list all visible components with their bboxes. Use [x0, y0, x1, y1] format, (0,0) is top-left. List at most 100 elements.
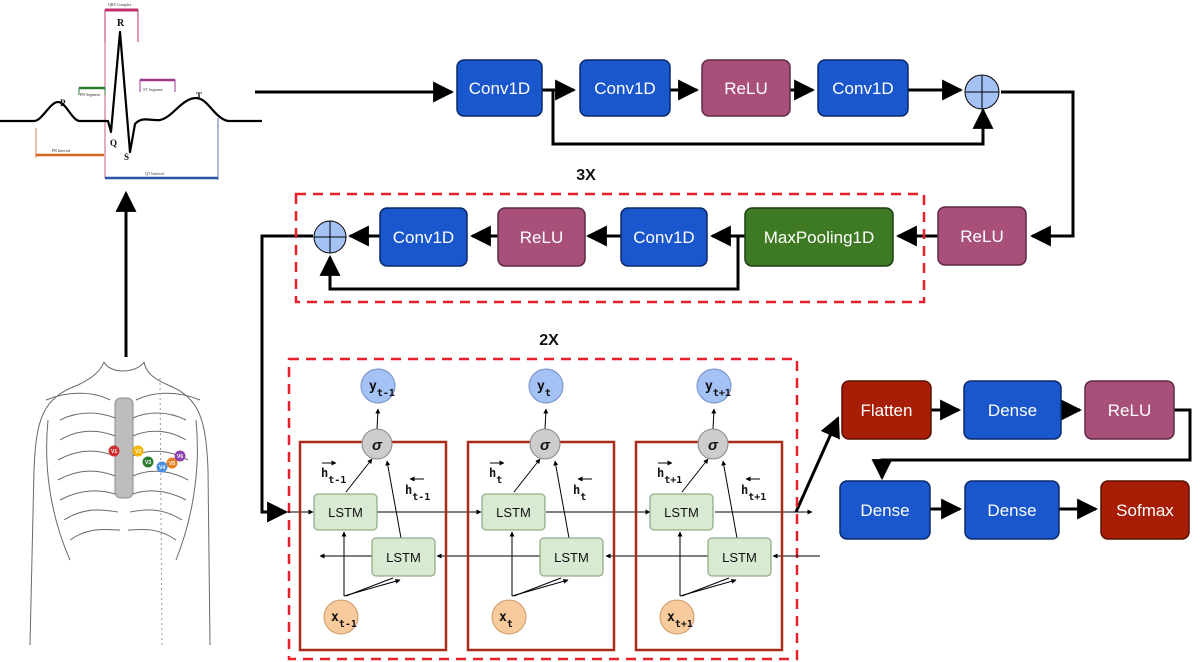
relu-box-3-label: ReLU [1108, 401, 1151, 420]
ecg-waveform: P R Q S T QRS Complex PR Segment ST Segm… [0, 2, 262, 180]
repeat-2x-label: 2X [539, 332, 559, 349]
input-x-label: xt-1 [331, 610, 357, 630]
conv1d-box-1-label: Conv1D [469, 79, 530, 98]
repeat-3x-label: 3X [576, 167, 596, 184]
lstm-forward-box [481, 493, 546, 531]
conv1d-box-4 [620, 207, 708, 267]
hidden-backward-label: ht-1 [405, 483, 430, 503]
add-node-1 [964, 74, 1000, 110]
st-segment-label: ST Segment [143, 87, 163, 92]
maxpooling1d-box-label: MaxPooling1D [764, 228, 875, 247]
sigma-label: σ [540, 437, 551, 454]
classifier-head: Flatten Dense ReLU Dense Dense Sofmax [839, 380, 1190, 540]
conv1d-box-2-label: Conv1D [594, 79, 655, 98]
wave-s-label: S [124, 152, 129, 162]
repeat-3x-frame [294, 192, 926, 304]
qrs-complex-label: QRS Complex [108, 2, 131, 7]
sigma-node [529, 428, 561, 460]
residual-block: Conv1D Conv1D ReLU Conv1D [456, 59, 1000, 117]
lstm-forward-label: LSTM [664, 505, 699, 520]
wave-t-label: T [196, 91, 202, 101]
output-y-label: yt+1 [705, 379, 731, 399]
sigma-node [361, 428, 393, 460]
dense-box-1-label: Dense [988, 401, 1037, 420]
lead-v4-electrode [156, 461, 168, 473]
sigma-node [697, 428, 729, 460]
conv1d-box-3 [817, 59, 909, 117]
sigma-label: σ [372, 437, 383, 454]
input-x-label: xt [499, 610, 513, 630]
lstm-backward-label: LSTM [554, 550, 589, 565]
output-y-label: yt-1 [369, 379, 395, 399]
lead-v2-electrode [132, 445, 144, 457]
lead-v3-electrode [142, 456, 154, 468]
maxpooling1d-box [744, 207, 894, 267]
flatten-box-label: Flatten [861, 401, 913, 420]
connectors [255, 79, 1192, 523]
lstm-backward-box [707, 537, 772, 577]
lstm-forward-box [649, 493, 714, 531]
lstm-forward-label: LSTM [328, 505, 363, 520]
hidden-backward-label: ht+1 [741, 483, 766, 503]
conv1d-box-5 [379, 207, 468, 267]
lead-v1-electrode [108, 445, 120, 457]
lead-v5-label: V5 [169, 461, 175, 467]
lead-v5-electrode [166, 457, 178, 469]
relu-box-3 [1084, 380, 1175, 440]
lstm-backward-box [539, 537, 604, 577]
output-y-node [360, 368, 396, 404]
lead-v1-label: V1 [111, 449, 117, 455]
dense-box-2 [839, 480, 931, 540]
input-x-node [659, 599, 695, 635]
sigma-label: σ [708, 437, 719, 454]
output-y-node [528, 368, 564, 404]
wave-q-label: Q [110, 138, 117, 148]
hidden-forward-label: ht [489, 466, 502, 486]
dense-box-3-label: Dense [987, 501, 1036, 520]
conv1d-box-2 [579, 59, 671, 117]
lead-v4-label: V4 [159, 465, 165, 471]
lstm-backward-box [371, 537, 436, 577]
chest-illustration [29, 361, 211, 646]
pr-segment-label: PR Segment [80, 92, 101, 97]
relu-box-1-label: ReLU [724, 79, 767, 98]
lead-v6-electrode [174, 450, 186, 462]
add-node-2 [313, 220, 347, 254]
dense-box-2-label: Dense [860, 501, 909, 520]
relu-box-right [937, 206, 1027, 266]
conv1d-box-3-label: Conv1D [832, 79, 893, 98]
repeat-2x-frame [287, 357, 799, 661]
flatten-box [841, 380, 932, 440]
qt-interval-label: QT Interval [145, 171, 165, 176]
softmax-box-label: Sofmax [1116, 501, 1174, 520]
hidden-forward-label: ht-1 [321, 466, 346, 486]
conv1d-box-5-label: Conv1D [393, 228, 454, 247]
repeat-block-2x: 2X [287, 332, 820, 661]
input-x-label: xt+1 [667, 610, 693, 630]
output-y-node [696, 368, 732, 404]
lstm-backward-label: LSTM [386, 550, 421, 565]
wave-p-label: P [60, 98, 66, 108]
relu-box-2-label: ReLU [520, 228, 563, 247]
conv1d-box-1 [456, 59, 543, 117]
lstm-forward-label: LSTM [496, 505, 531, 520]
lstm-backward-label: LSTM [722, 550, 757, 565]
relu-box-2 [497, 207, 586, 267]
dense-box-3 [964, 480, 1060, 540]
relu-box-1 [701, 59, 791, 117]
ecg-trace [0, 30, 262, 154]
lead-v2-label: V2 [135, 449, 141, 455]
lead-labels: V1 V2 V3 V4 V5 V6 [111, 449, 183, 471]
output-y-label: yt [537, 379, 551, 399]
lead-v6-label: V6 [177, 454, 183, 460]
relu-box-right-label: ReLU [960, 227, 1003, 246]
repeat-block-3x: 3X MaxPooling1D Conv1D ReLU Conv1D [294, 167, 926, 304]
input-x-node [323, 599, 359, 635]
lead-v3-label: V3 [145, 460, 151, 466]
input-x-node [491, 599, 527, 635]
